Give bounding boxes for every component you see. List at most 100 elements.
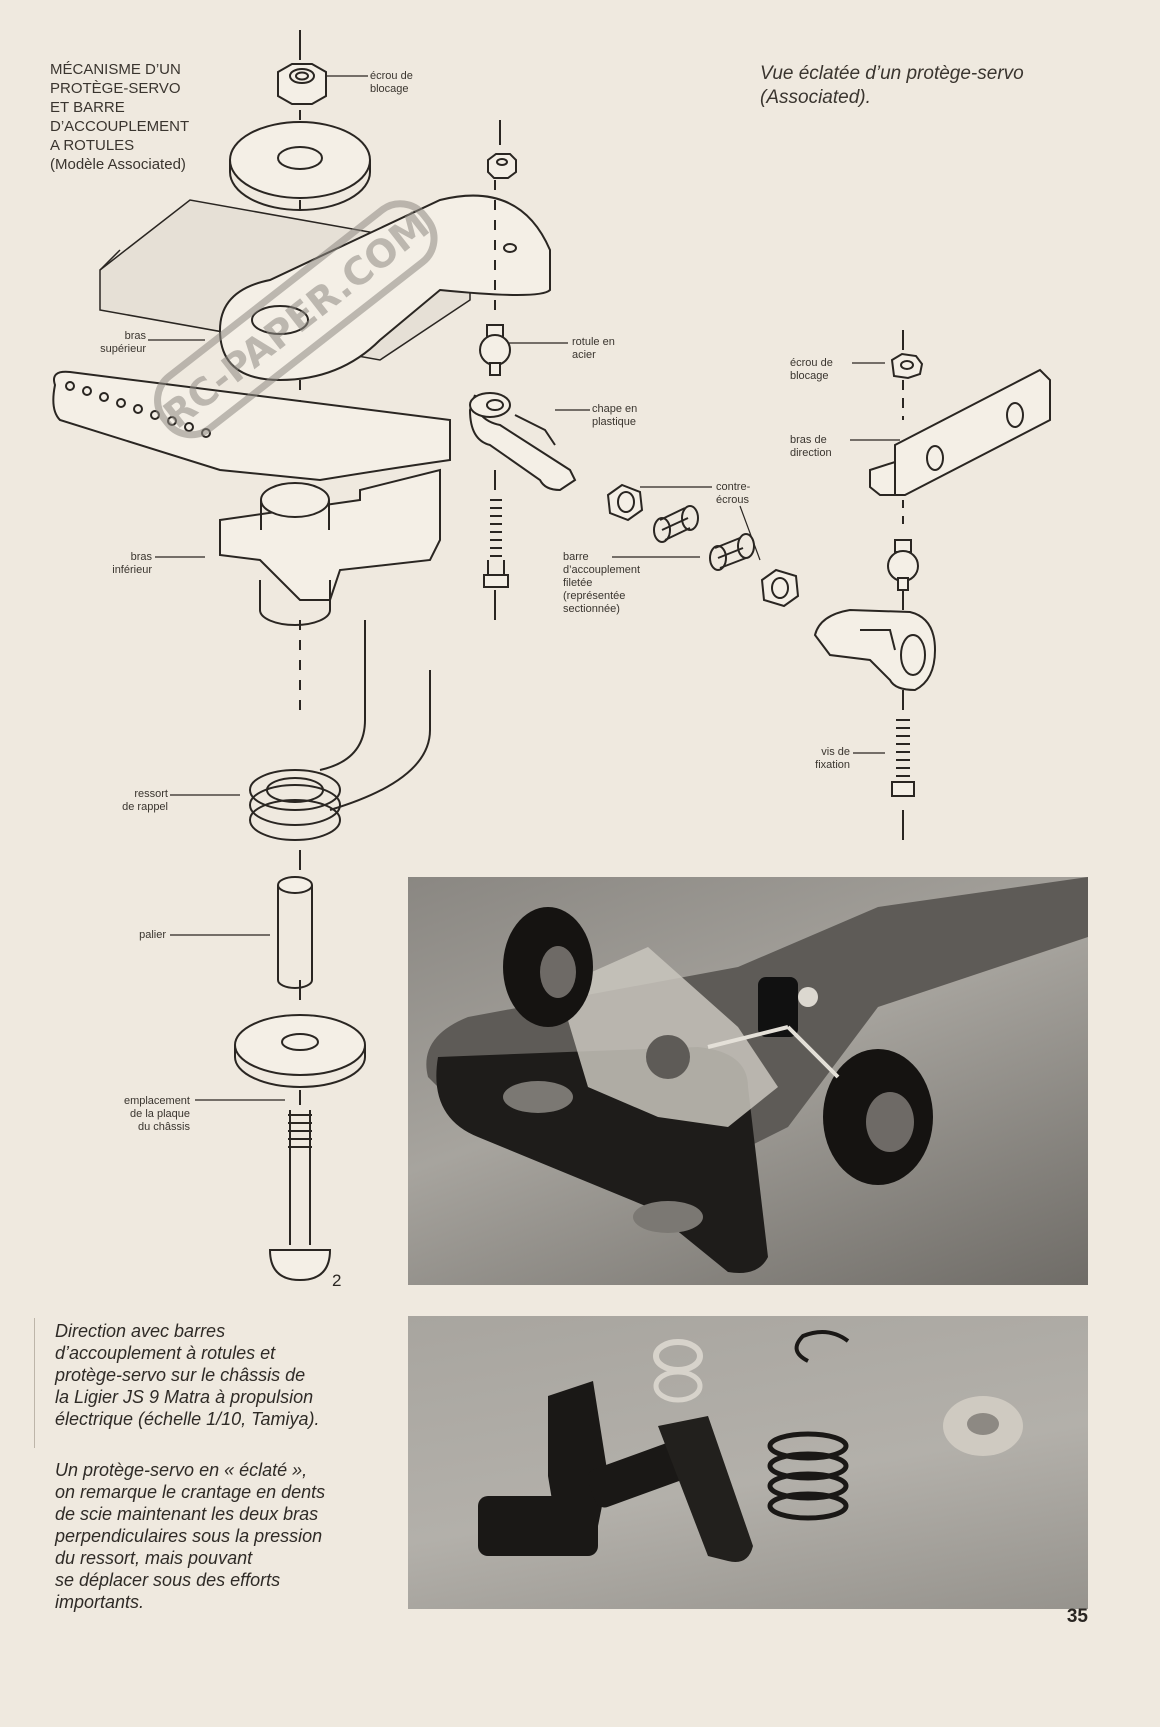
shaft-part: [478, 1496, 598, 1556]
knurled-nut-hole: [967, 1413, 999, 1435]
label-line: d’accouplement: [563, 564, 641, 576]
label-line: écrou de: [790, 357, 833, 369]
washer-top: [229, 121, 371, 211]
lock-nut-right: [890, 352, 924, 380]
label-line: acier: [572, 349, 596, 361]
arm-part: [658, 1416, 753, 1562]
title-line: D’ACCOUPLEMENT: [50, 118, 190, 135]
label-bras-inferieur: bras inférieur: [90, 551, 152, 577]
threaded-rod-piece: [653, 505, 699, 543]
label-line: plastique: [592, 416, 637, 428]
label-barre-accouplement: barre d’accouplement filetée (représenté…: [563, 551, 640, 616]
label-line: filetée: [563, 577, 593, 589]
diagram-title: MÉCANISME D’UN PROTÈGE-SERVO ET BARRE D’…: [50, 60, 250, 174]
label-emplacement: emplacement de la plaque du châssis: [100, 1095, 190, 1134]
caption-line: se déplacer sous des efforts: [55, 1570, 281, 1590]
caption-line: électrique (échelle 1/10, Tamiya).: [55, 1409, 320, 1429]
subtitle-line: Vue éclatée d’un protège-servo: [760, 63, 1024, 84]
label-line: écrous: [716, 494, 750, 506]
title-line: A ROTULES: [50, 137, 135, 154]
label-line: de la plaque: [130, 1108, 190, 1120]
figure-number: 2: [332, 1271, 341, 1290]
washer-bottom: [234, 1014, 366, 1088]
caption-line: on remarque le crantage en dents: [55, 1482, 326, 1502]
label-rotule-acier: rotule en acier: [572, 336, 615, 362]
chassis-photo: [408, 877, 1088, 1285]
lower-arm: [219, 468, 441, 626]
label-vis-fixation: vis de fixation: [790, 746, 850, 772]
wing-slot: [633, 1201, 703, 1233]
threaded-screw: [483, 499, 509, 588]
label-line: chape en: [592, 403, 638, 415]
label-line: bras: [130, 551, 152, 563]
title-line: MÉCANISME D’UN: [50, 61, 181, 78]
label-line: du châssis: [138, 1121, 190, 1133]
servo-saver-nut: [798, 987, 818, 1007]
spring-part: [767, 1431, 849, 1521]
caption-chassis: Direction avec barres d’accouplement à r…: [55, 1320, 385, 1430]
caption-line: d’accouplement à rotules et: [55, 1343, 276, 1363]
label-bras-direction: bras de direction: [790, 434, 832, 460]
title-line: (Modèle Associated): [50, 156, 186, 173]
counter-nut-left: [606, 483, 644, 522]
label-bras-superieur: bras supérieur: [90, 330, 146, 356]
caption-line: de scie maintenant les deux bras: [55, 1504, 319, 1524]
plastic-clevis-right: [813, 608, 937, 692]
caption-line: Un protège-servo en « éclaté »,: [55, 1460, 308, 1480]
caption-line: importants.: [55, 1592, 145, 1612]
steering-arm: [869, 368, 1051, 496]
plastic-clevis: [468, 392, 577, 492]
label-line: écrou de: [370, 70, 413, 82]
chassis-photo-drawing: [426, 877, 1088, 1273]
tie-rod: [786, 1025, 840, 1079]
steel-ball-joint: [479, 324, 511, 376]
servo-horn: [52, 370, 451, 482]
label-line: bras de: [790, 434, 827, 446]
title-line: PROTÈGE-SERVO: [50, 80, 181, 97]
label-palier: palier: [100, 929, 166, 942]
servo-saver-photo: [408, 1316, 1088, 1609]
lock-nut-top: [277, 63, 327, 105]
subtitle-line: (Associated).: [760, 87, 871, 108]
label-chape-plastique: chape en plastique: [592, 403, 637, 429]
title-line: ET BARRE: [50, 99, 125, 116]
label-line: sectionnée): [563, 603, 620, 615]
caption-line: du ressort, mais pouvant: [55, 1548, 253, 1568]
label-line: bras: [124, 330, 146, 342]
steel-ball-joint-right: [887, 539, 919, 591]
exploded-diagram: RC-PAPER.COM 2: [52, 30, 1051, 1290]
label-line: palier: [139, 929, 166, 941]
label-line: ressort: [134, 788, 168, 800]
servo-saver: [758, 977, 798, 1037]
label-line: inférieur: [112, 564, 152, 576]
washer-ring: [653, 1369, 703, 1403]
bearing: [277, 876, 313, 989]
torsion-spring: [249, 620, 431, 841]
label-line: supérieur: [100, 343, 146, 355]
e-clip: [794, 1330, 850, 1363]
label-contre-ecrous: contre- écrous: [716, 481, 750, 507]
caption-line: perpendiculaires sous la pression: [55, 1526, 323, 1546]
tie-rod: [707, 1025, 789, 1049]
label-line: blocage: [790, 370, 829, 382]
threaded-rod-piece: [709, 533, 755, 571]
wing-slot: [503, 1081, 573, 1113]
label-line: contre-: [716, 481, 751, 493]
caption-marker: [34, 1318, 35, 1448]
plate-hole: [646, 1035, 690, 1079]
label-ecrou-blocage-right: écrou de blocage: [790, 357, 833, 383]
label-line: rotule en: [572, 336, 615, 348]
counter-nut-right: [760, 568, 800, 608]
label-line: emplacement: [123, 1095, 190, 1107]
servo-saver-photo-drawing: [478, 1330, 1023, 1562]
page-number: 35: [1066, 1606, 1088, 1627]
label-ressort-rappel: ressort de rappel: [100, 788, 168, 814]
label-line: vis de: [821, 746, 850, 758]
label-line: direction: [790, 447, 832, 459]
front-left-wheel: [540, 946, 576, 998]
small-nut: [487, 153, 517, 179]
caption-line: la Ligier JS 9 Matra à propulsion: [55, 1387, 314, 1407]
label-ecrou-blocage-top: écrou de blocage: [370, 70, 413, 96]
washer-ring: [653, 1339, 703, 1373]
fixing-screw: [891, 719, 915, 797]
